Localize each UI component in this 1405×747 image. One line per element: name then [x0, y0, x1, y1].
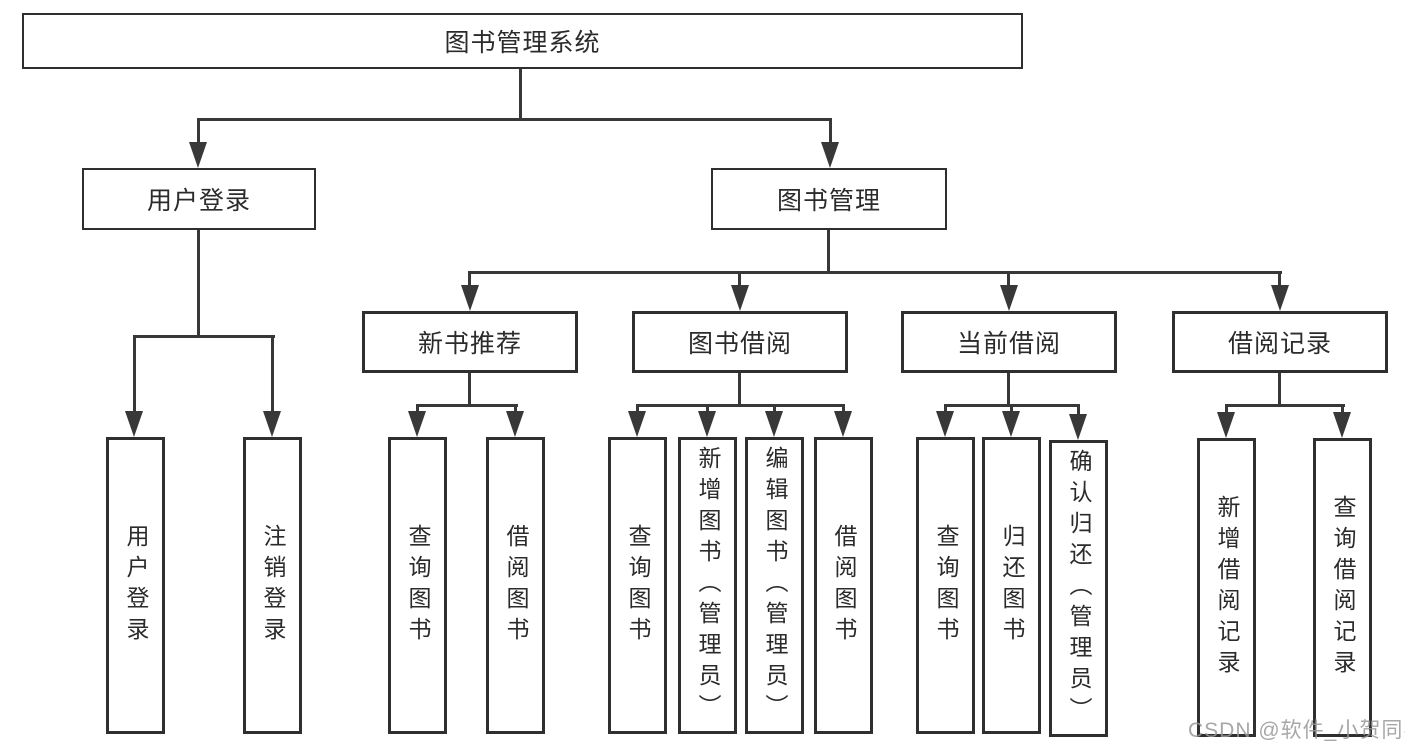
connector-line — [468, 371, 471, 406]
connector-line — [773, 404, 776, 414]
leaf-cb-confirm-return-admin: 确认归还（管理员） — [1049, 440, 1108, 737]
arrowhead-down — [506, 411, 524, 437]
leaf-br-add-record: 新增借阅记录 — [1197, 438, 1256, 737]
connector-line — [1007, 371, 1010, 406]
connector-line — [514, 404, 517, 414]
leaf-label: 确认归还（管理员） — [1066, 449, 1092, 728]
connector-line — [468, 271, 1282, 274]
node-current-borrow: 当前借阅 — [901, 311, 1117, 373]
connector-line — [133, 335, 136, 413]
arrowhead-down — [408, 411, 426, 437]
connector-line — [706, 404, 709, 414]
arrowhead-down — [698, 411, 716, 437]
arrowhead-down — [1333, 412, 1351, 438]
leaf-label: 归还图书 — [999, 523, 1025, 648]
connector-line — [197, 229, 200, 337]
arrowhead-down — [1002, 411, 1020, 437]
leaf-logout: 注销登录 — [243, 437, 302, 734]
leaf-bb-borrow-books: 借阅图书 — [814, 437, 873, 734]
leaf-label: 查询图书 — [405, 523, 431, 648]
connector-line — [1278, 371, 1281, 406]
connector-line — [133, 335, 275, 338]
leaf-cb-query-books: 查询图书 — [916, 437, 975, 734]
node-book-borrow: 图书借阅 — [632, 311, 848, 373]
leaf-label: 查询借阅记录 — [1330, 494, 1356, 681]
arrowhead-down — [1271, 285, 1289, 311]
leaf-label: 借阅图书 — [831, 523, 857, 648]
leaf-nbr-query-books: 查询图书 — [388, 437, 447, 734]
leaf-label: 注销登录 — [260, 523, 286, 648]
connector-line — [1010, 404, 1013, 414]
arrowhead-down — [1069, 414, 1087, 440]
connector-line — [842, 404, 845, 414]
connector-line — [519, 68, 522, 121]
connector-line — [1225, 404, 1228, 414]
leaf-br-query-record: 查询借阅记录 — [1313, 438, 1372, 737]
connector-line — [738, 271, 741, 289]
arrowhead-down — [189, 142, 207, 168]
connector-line — [636, 404, 845, 407]
connector-line — [738, 371, 741, 406]
leaf-label: 新增图书（管理员） — [695, 446, 721, 725]
leaf-label: 新增借阅记录 — [1214, 494, 1240, 681]
arrowhead-down — [834, 411, 852, 437]
node-book-management: 图书管理 — [711, 168, 947, 230]
leaf-user-login: 用户登录 — [106, 437, 165, 734]
leaf-label: 借阅图书 — [503, 523, 529, 648]
leaf-cb-return-books: 归还图书 — [982, 437, 1041, 734]
leaf-label: 查询图书 — [933, 523, 959, 648]
connector-line — [944, 404, 947, 414]
connector-line — [416, 404, 419, 414]
connector-line — [1007, 271, 1010, 289]
connector-line — [468, 271, 471, 289]
arrowhead-down — [1000, 285, 1018, 311]
arrowhead-down — [263, 411, 281, 437]
connector-line — [829, 118, 832, 146]
arrowhead-down — [628, 411, 646, 437]
connector-line — [271, 335, 274, 413]
arrowhead-down — [731, 285, 749, 311]
arrowhead-down — [765, 411, 783, 437]
connector-line — [197, 118, 200, 146]
connector-line — [197, 118, 832, 121]
node-user-login: 用户登录 — [82, 168, 316, 230]
arrowhead-down — [1217, 412, 1235, 438]
leaf-label: 编辑图书（管理员） — [762, 446, 788, 725]
arrowhead-down — [461, 285, 479, 311]
node-new-book-recommend: 新书推荐 — [362, 311, 578, 373]
connector-line — [1077, 404, 1080, 416]
csdn-watermark: CSDN @软件_小贺同学 — [1188, 719, 1405, 742]
leaf-nbr-borrow-books: 借阅图书 — [486, 437, 545, 734]
connector-line — [1341, 404, 1344, 414]
arrowhead-down — [125, 411, 143, 437]
node-root: 图书管理系统 — [22, 13, 1023, 69]
leaf-label: 查询图书 — [625, 523, 651, 648]
leaf-label: 用户登录 — [123, 523, 149, 648]
connector-line — [636, 404, 639, 414]
connector-line — [827, 229, 830, 273]
connector-line — [416, 404, 518, 407]
connector-line — [1278, 271, 1281, 289]
connector-line — [1225, 404, 1345, 407]
arrowhead-down — [821, 142, 839, 168]
node-borrow-records: 借阅记录 — [1172, 311, 1388, 373]
leaf-bb-query-books: 查询图书 — [608, 437, 667, 734]
arrowhead-down — [936, 411, 954, 437]
leaf-bb-add-books-admin: 新增图书（管理员） — [678, 437, 737, 734]
leaf-bb-edit-books-admin: 编辑图书（管理员） — [745, 437, 804, 734]
